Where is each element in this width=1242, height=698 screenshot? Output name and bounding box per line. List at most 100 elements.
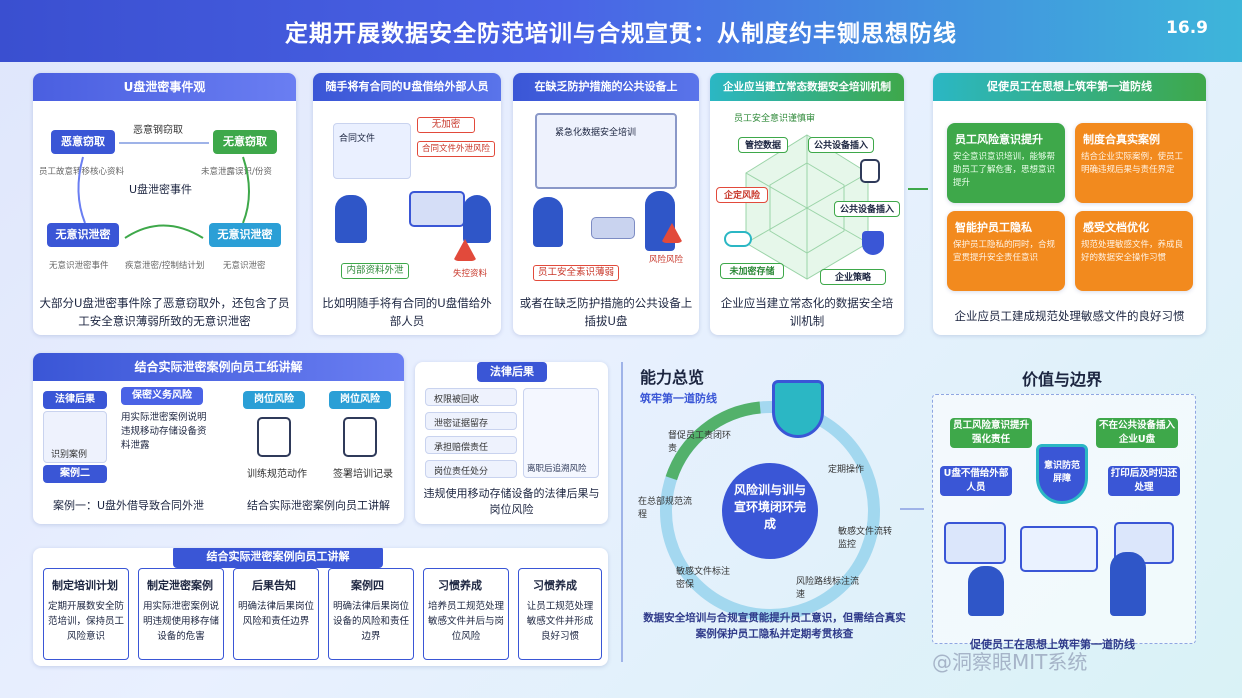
person-sitting-icon <box>533 197 563 247</box>
person-right-icon <box>463 195 491 243</box>
panel-title: 价值与边界 <box>1022 370 1103 389</box>
value-card-2: 不在公共设备插入企业U盘 <box>1096 418 1178 448</box>
panel-title: 在缺乏防护措施的公共设备上 <box>513 73 699 101</box>
right-sub1: 未意泄露误识/份资 <box>201 167 272 177</box>
legal-item-text: 泄密证据留存 <box>434 419 489 429</box>
document-icon <box>860 159 880 183</box>
step-title: 后果告知 <box>252 579 296 592</box>
document-icon <box>257 417 291 457</box>
card-title: 智能护员工隐私 <box>955 221 1032 234</box>
panel-caption: 比如明随手将有合同的U盘借给外部人员 <box>322 296 492 328</box>
arrow-top <box>119 142 209 144</box>
radar-item-2: 公共设备插入 <box>834 201 900 217</box>
panel-title: U盘泄密事件观 <box>33 73 296 101</box>
value-card-4: 打印后及时归还处理 <box>1108 466 1180 496</box>
tag-no-encryption: 无加密 <box>417 117 475 133</box>
panel-title: 促使员工在思想上筑牢第一道防线 <box>933 73 1206 101</box>
cycle-item-1: 督促员工责闭环责 <box>668 431 732 454</box>
cycle-item-5: 敏感文件标注密保 <box>676 567 731 590</box>
panel-title: 能力总览 <box>640 368 705 387</box>
radar-item-6: 企业策略 <box>820 269 886 285</box>
case-description: 用实际泄密案例说明违规移动存储设备资料泄露 <box>121 412 207 451</box>
step-body: 明确法律后果岗位设备的风险和责任边界 <box>333 601 410 642</box>
radar-item-5: 未加密存储 <box>720 263 784 279</box>
screen-title: 紧急化数据安全培训 <box>555 128 637 138</box>
panel-u-disk-leak-view: U盘泄密事件观 恶意窃取 无意窃取 恶意钢窃取 员工故意转移核心资料 未意泄露误… <box>33 73 296 335</box>
legal-title: 法律后果 <box>43 391 107 409</box>
caption-left: 案例一：U盘外借导致合同外泄 <box>53 499 205 512</box>
shield-label: 意识防范屏障 <box>1043 461 1080 484</box>
person-right-icon <box>1110 552 1146 616</box>
node-no-malicious-theft: 无意窃取 <box>213 130 277 154</box>
card-document-optimization: 感受文档优化 规范处理敏感文件，养成良好的数据安全操作习惯 <box>1075 211 1193 291</box>
contract-file-label: 合同文件 <box>339 134 376 144</box>
tag-lost-data: 失控资料 <box>453 269 488 279</box>
card-title: 制度合真实案例 <box>1083 133 1160 146</box>
monitor-mid-icon <box>1020 526 1098 572</box>
quote: 数据安全培训与合规宣贯能提升员工意识，但需结合真实案例保护员工隐私并定期考贯核查 <box>643 612 906 640</box>
panel-title: 企业应当建立常态数据安全培训机制 <box>710 73 904 101</box>
step-card-2: 制定泄密案例 用实际泄密案例说明违规使用移存储设备的危害 <box>138 568 224 660</box>
legal-item-text: 权限被回收 <box>434 395 480 405</box>
laptop-icon <box>591 217 635 239</box>
monitor-left-icon <box>944 522 1006 564</box>
step-card-4: 案例四 明确法律后果岗位设备的风险和责任边界 <box>328 568 414 660</box>
person-left-icon <box>968 566 1004 616</box>
legal-item-text: 岗位责任处分 <box>434 467 489 477</box>
step-body: 明确法律后果岗位风险和责任边界 <box>238 601 315 627</box>
panel-caption: 违规使用移动存储设备的法律后果与岗位风险 <box>423 487 600 516</box>
step-card-3: 后果告知 明确法律后果岗位风险和责任边界 <box>233 568 319 660</box>
tag-risk: 风险风险 <box>649 255 684 265</box>
step-title: 案例四 <box>351 579 384 592</box>
right-label: 离职后追溯风险 <box>527 464 587 474</box>
step-body: 让员工规范处理敏感文件并形成良好习惯 <box>526 601 594 642</box>
panel-title: 法律后果 <box>477 362 547 382</box>
legal-item-4: 岗位责任处分 <box>425 460 517 478</box>
step-title: 制定泄密案例 <box>147 579 213 592</box>
legal-right-box <box>523 388 599 478</box>
cloud-icon <box>724 231 752 247</box>
tag-contract-leak-risk: 合同文件外泄风险 <box>417 141 495 157</box>
panel-lend-u-disk: 随手将有合同的U盘借给外部人员 合同文件 无加密 合同文件外泄风险 内部资料外泄… <box>313 73 501 335</box>
legal-icon-box <box>43 411 107 463</box>
step-title: 习惯养成 <box>438 579 482 592</box>
legal-sub: 识别案例 <box>51 450 88 460</box>
panel-case-explanation: 结合实际泄密案例向员工纸讲解 法律后果 识别案例 案例二 保密义务风险 用实际泄… <box>33 353 404 524</box>
card-body: 安全意识意识培训，能够帮助员工了解危害，思想意识提升 <box>953 152 1056 188</box>
panel-caption: 大部分U盘泄密事件除了恶意窃取外，还包含了员工安全意识薄弱所致的无意识泄密 <box>39 296 290 328</box>
bottom-caption: 促使员工在思想上筑牢第一道防线 <box>970 638 1135 651</box>
contract-screen <box>333 123 411 179</box>
dual-risk-chip: 保密义务风险 <box>121 387 203 405</box>
panel-training-mechanism: 企业应当建立常态数据安全培训机制 员工安全意识谨慎审 公共设备插入 公共设备插入… <box>710 73 904 335</box>
post-risk-1: 岗位风险 <box>243 391 305 409</box>
arrow-to-panel5 <box>908 188 928 190</box>
cycle-center: 风险训与训与宣环境闭环完成 <box>733 483 806 531</box>
card-body: 保护员工隐私的同时，合规宣贯提升安全责任意识 <box>953 240 1056 263</box>
panel-subtitle: 筑牢第一道防线 <box>640 392 717 405</box>
panel-capability-overview: 能力总览 筑牢第一道防线 风险训与训与宣环境闭环完成 督促员工责闭环责 定期操作… <box>632 356 917 666</box>
cycle-ring <box>660 401 880 621</box>
panel-value-boundary: 价值与边界 员工风险意识提升强化责任 不在公共设备插入企业U盘 U盘不借给外部人… <box>928 356 1208 674</box>
panel-public-device: 在缺乏防护措施的公共设备上 紧急化数据安全培训 员工安全素识薄弱 风险风险 或者… <box>513 73 699 335</box>
shield-icon <box>772 380 824 438</box>
caption-right: 结合实际泄密案例向员工讲解 <box>247 499 390 512</box>
flow-curves <box>77 156 250 239</box>
radar-item-1: 公共设备插入 <box>808 137 874 153</box>
cycle-item-6: 在总部规范流程 <box>638 497 693 520</box>
radar-item-3: 管控数据 <box>738 137 788 153</box>
panel-caption: 企业应当建立常态化的数据安全培训机制 <box>720 296 894 328</box>
step-card-1: 制定培训计划 定期开展数安全防范培训，保持员工风险意识 <box>43 568 129 660</box>
legal-item-1: 权限被回收 <box>425 388 517 406</box>
page-title: 定期开展数据安全防范培训与合规宣贯：从制度约丰铡思想防线 <box>285 21 957 47</box>
tag-internal-leak: 内部资料外泄 <box>341 263 409 279</box>
person-left-icon <box>335 195 367 243</box>
right-sub2: 无意识泄密 <box>223 261 266 271</box>
malicious-label: 恶意钢窃取 <box>133 125 183 136</box>
card-title: 感受文档优化 <box>1083 221 1149 234</box>
legal-item-3: 承担赔偿责任 <box>425 436 517 454</box>
watermark: @洞察眼MIT系统 <box>932 650 1088 674</box>
step-body: 定期开展数安全防范培训，保持员工风险意识 <box>48 601 125 642</box>
legal-item-2: 泄密证据留存 <box>425 412 517 430</box>
arrow-to-panel10 <box>900 508 924 510</box>
radar-item-4: 企定风险 <box>716 187 768 203</box>
